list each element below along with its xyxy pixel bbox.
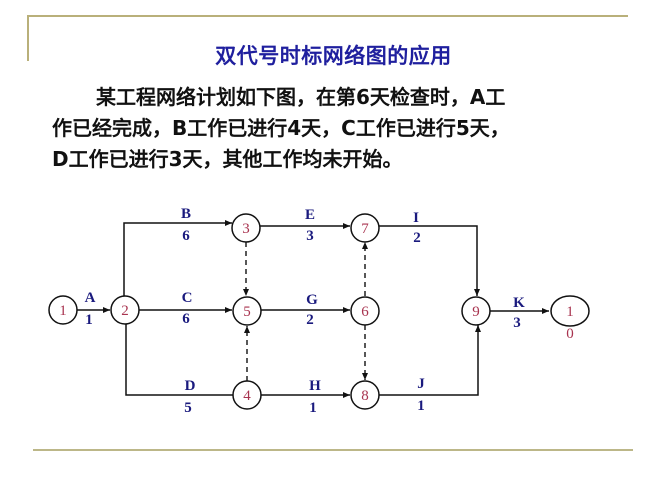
node-10-label-top: 1 [566, 304, 574, 320]
activity-arrows [77, 220, 549, 398]
frame-left-line [27, 15, 29, 61]
activity-D-duration: 5 [184, 400, 192, 416]
activity-E-duration: 3 [306, 228, 314, 244]
activity-C-duration: 6 [182, 311, 190, 327]
node-3 [231, 213, 261, 243]
arrow-I [379, 225, 480, 296]
node-3-label: 3 [242, 221, 250, 237]
node-2-label: 2 [121, 303, 129, 319]
node-5 [232, 296, 262, 326]
frame-bottom-line [33, 449, 633, 451]
activity-E-name: E [305, 207, 315, 223]
node-1-label: 1 [59, 303, 67, 319]
node-1 [48, 295, 78, 325]
frame-top-line [27, 15, 628, 17]
node-2 [110, 295, 140, 325]
activity-H-duration: 1 [309, 400, 317, 416]
node-10 [550, 295, 590, 327]
activity-labels: A 1 B 6 C 6 D 5 E 3 G 2 H 1 I 2 J 1 K 3 [85, 206, 526, 416]
nodes [48, 213, 590, 410]
paragraph-line-1: 某工程网络计划如下图，在第6天检查时，A工 [52, 82, 632, 113]
activity-C-name: C [182, 290, 193, 306]
node-5-label: 5 [243, 304, 251, 320]
node-7-label: 7 [361, 221, 369, 237]
activity-I-duration: 2 [413, 230, 421, 246]
arrow-J [379, 325, 481, 396]
activity-G-duration: 2 [306, 312, 314, 328]
problem-statement: 某工程网络计划如下图，在第6天检查时，A工 作已经完成，B工作已进行4天，C工作… [52, 82, 632, 175]
activity-G-name: G [306, 292, 318, 308]
node-4 [232, 380, 262, 410]
node-9 [461, 296, 491, 326]
node-6-label: 6 [361, 304, 369, 320]
activity-J-name: J [417, 376, 425, 392]
activity-J-duration: 1 [417, 398, 425, 414]
activity-H-name: H [309, 378, 321, 394]
arrow-B [123, 220, 232, 296]
node-10-label-bottom: 0 [566, 326, 574, 342]
node-9-label: 9 [472, 304, 480, 320]
dummy-arrows [243, 242, 368, 381]
paragraph-line-2: 作已经完成，B工作已进行4天，C工作已进行5天， [52, 116, 510, 140]
node-4-label: 4 [243, 388, 251, 404]
activity-A-duration: 1 [85, 312, 93, 328]
activity-B-duration: 6 [182, 228, 190, 244]
activity-B-name: B [181, 206, 191, 222]
arrow-D [125, 324, 233, 396]
paragraph-line-3: D工作已进行3天，其他工作均未开始。 [52, 147, 403, 171]
slide-title: 双代号时标网络图的应用 [215, 44, 452, 68]
node-8 [350, 380, 380, 410]
activity-I-name: I [413, 210, 419, 226]
node-8-label: 8 [361, 388, 369, 404]
node-labels: 1 2 3 4 5 6 7 8 9 1 0 [59, 221, 574, 404]
activity-A-name: A [85, 290, 96, 306]
node-7 [350, 213, 380, 243]
activity-K-name: K [513, 295, 525, 311]
node-6 [350, 296, 380, 326]
paragraph-line-1-text: 某工程网络计划如下图，在第6天检查时，A工 [96, 85, 506, 109]
activity-D-name: D [185, 378, 196, 394]
activity-K-duration: 3 [513, 315, 521, 331]
